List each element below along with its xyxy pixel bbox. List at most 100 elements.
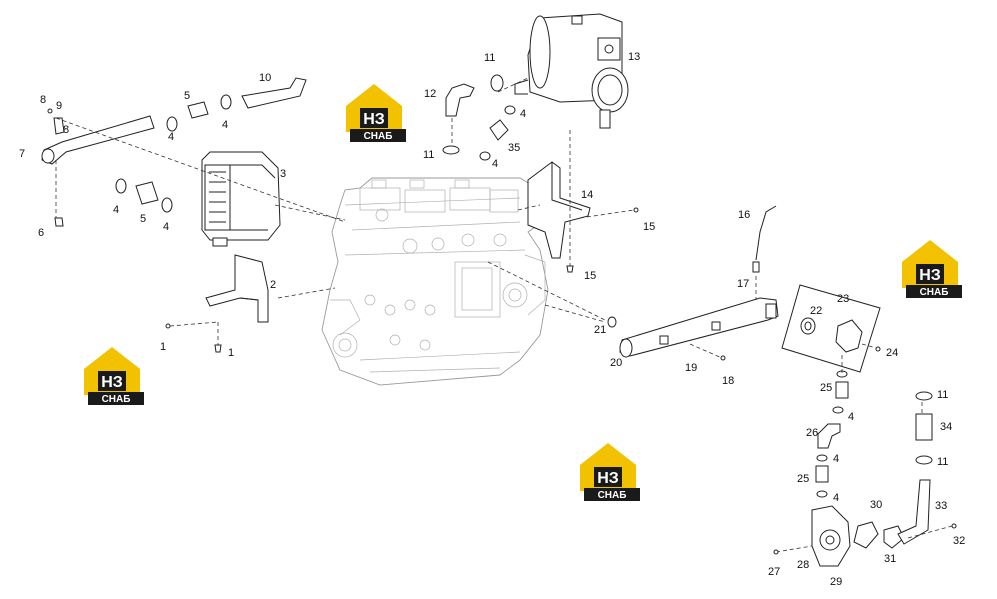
assembly-lines xyxy=(55,77,953,553)
logo-letter-box xyxy=(360,108,388,128)
bolt-part-15-b xyxy=(566,265,574,273)
seal-part-21 xyxy=(607,316,617,328)
callout: 16 xyxy=(738,209,750,221)
callout: 17 xyxy=(737,278,749,290)
ring-part-11-a xyxy=(442,145,460,155)
logo-letters: НЗ xyxy=(363,111,385,128)
callout: 4 xyxy=(113,204,119,216)
bolt-part-1-a xyxy=(165,323,171,329)
callout: 2 xyxy=(270,279,276,291)
ring-part-11-c xyxy=(915,391,933,401)
callout: 14 xyxy=(581,189,593,201)
bolt-part-1-b xyxy=(214,344,222,353)
callout: 4 xyxy=(848,411,854,423)
callout: 18 xyxy=(722,375,734,387)
callout: 20 xyxy=(610,357,622,369)
bolt-part-32 xyxy=(951,523,957,529)
callout: 34 xyxy=(940,421,952,433)
callout: 10 xyxy=(259,72,271,84)
ring-part-11-b xyxy=(490,74,504,92)
flange-part-31 xyxy=(883,525,905,549)
callout-labels: 1 1 2 3 4 4 4 4 5 5 6 7 8 8 9 10 11 11 1… xyxy=(19,51,965,588)
clamp-part-4-c xyxy=(504,105,516,115)
callout: 4 xyxy=(520,108,526,120)
screw-part-8 xyxy=(47,108,53,114)
callout: 28 xyxy=(797,559,809,571)
logo-letters: НЗ xyxy=(919,267,941,284)
callout: 30 xyxy=(870,499,882,511)
logo-caption: СНАБ xyxy=(102,394,131,405)
callout: 23 xyxy=(837,293,849,305)
callout: 27 xyxy=(768,566,780,578)
hose-part-7 xyxy=(41,115,155,165)
callout: 8 xyxy=(63,124,69,136)
callout: 35 xyxy=(508,142,520,154)
callout: 29 xyxy=(830,576,842,588)
logo-1: НЗ СНАБ xyxy=(346,84,406,142)
bolt-part-18 xyxy=(720,355,726,361)
callout: 4 xyxy=(833,492,839,504)
sensor-wire-part-16 xyxy=(755,205,777,261)
bolt-part-27 xyxy=(773,549,779,555)
ring-part-11-d xyxy=(915,455,933,465)
tube-part-5-upper xyxy=(187,101,209,119)
callout: 9 xyxy=(56,100,62,112)
thermostat-assembly-part-23 xyxy=(781,284,881,373)
hose-part-10 xyxy=(241,77,307,109)
logo-caption: СНАБ xyxy=(364,131,393,142)
callout: 13 xyxy=(628,51,640,63)
clamps-part-4 xyxy=(115,94,232,213)
callout: 32 xyxy=(953,535,965,547)
engine-block xyxy=(321,177,549,386)
water-pipe-part-19 xyxy=(619,297,779,358)
callout: 5 xyxy=(184,90,190,102)
callout: 21 xyxy=(594,324,606,336)
tube-part-35 xyxy=(489,119,509,141)
callout: 3 xyxy=(280,168,286,180)
tube-part-34 xyxy=(915,413,933,441)
clamp-part-4-f xyxy=(832,406,844,414)
callout: 15 xyxy=(643,221,655,233)
callout: 25 xyxy=(820,382,832,394)
callout: 6 xyxy=(38,227,44,239)
logo-2: НЗ СНАБ xyxy=(902,240,962,298)
bracket-part-14 xyxy=(527,161,591,259)
callout: 24 xyxy=(886,347,898,359)
logo-caption-bar xyxy=(906,285,962,298)
fitting-part-17 xyxy=(752,261,760,273)
callout: 15 xyxy=(584,270,596,282)
callout: 11 xyxy=(423,149,434,161)
bracket-part-2 xyxy=(205,254,269,323)
logo-letter-box xyxy=(594,467,622,487)
callout: 19 xyxy=(685,362,697,374)
clamp-part-4-g xyxy=(816,454,828,462)
callout: 1 xyxy=(228,347,234,359)
callout: 12 xyxy=(424,88,436,100)
air-box-part-3 xyxy=(201,151,281,247)
logo-caption-bar xyxy=(350,129,406,142)
silencer-part-13 xyxy=(514,13,629,129)
callout: 7 xyxy=(19,148,25,160)
clamp-part-4-h xyxy=(816,490,828,498)
logo-letters: НЗ xyxy=(597,470,619,487)
tube-part-25-upper xyxy=(835,381,849,399)
logo-caption: СНАБ xyxy=(598,490,627,501)
callout: 11 xyxy=(937,456,948,468)
callout: 8 xyxy=(40,94,46,106)
callout: 25 xyxy=(797,473,809,485)
elbow-part-12 xyxy=(445,83,475,117)
callout: 5 xyxy=(140,213,146,225)
tube-part-25-lower xyxy=(815,465,829,483)
bolt-part-24 xyxy=(875,346,881,352)
pipe-part-33 xyxy=(897,479,931,545)
callout: 11 xyxy=(937,389,948,401)
callout: 22 xyxy=(810,305,822,317)
clip-part-9 xyxy=(53,117,65,135)
callout: 31 xyxy=(884,553,896,565)
callout: 1 xyxy=(160,341,166,353)
tube-part-5-lower xyxy=(135,181,159,205)
water-pump-part-29 xyxy=(811,505,851,567)
callout: 4 xyxy=(833,453,839,465)
